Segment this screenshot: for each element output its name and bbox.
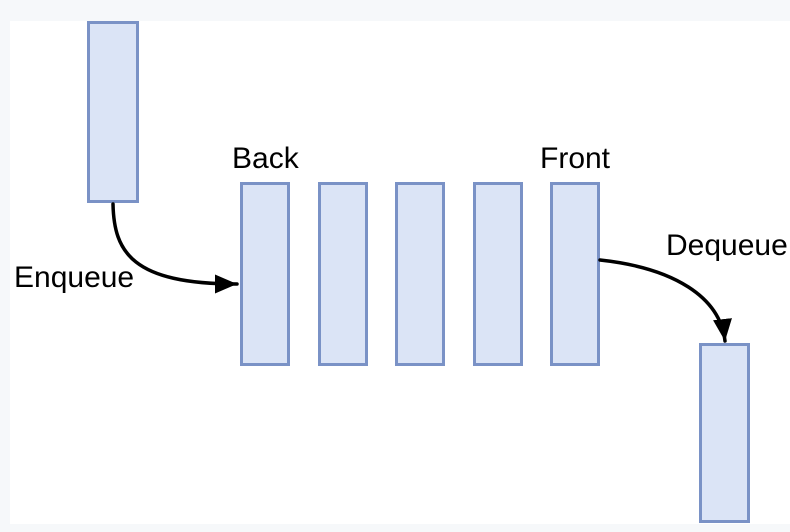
queue-cell <box>240 182 290 366</box>
queue-cell <box>472 182 523 366</box>
enqueue-label: Enqueue <box>14 261 135 294</box>
queue-cell <box>317 182 368 366</box>
queue-cell <box>550 182 600 366</box>
outgoing-element-box <box>699 343 750 523</box>
queue-cells <box>240 182 600 366</box>
back-label: Back <box>232 142 299 175</box>
incoming-element-box <box>87 21 139 203</box>
dequeue-label: Dequeue <box>666 229 788 262</box>
queue-cell <box>395 182 445 366</box>
dequeue-arrow-icon <box>598 258 732 343</box>
front-label: Front <box>540 142 611 175</box>
